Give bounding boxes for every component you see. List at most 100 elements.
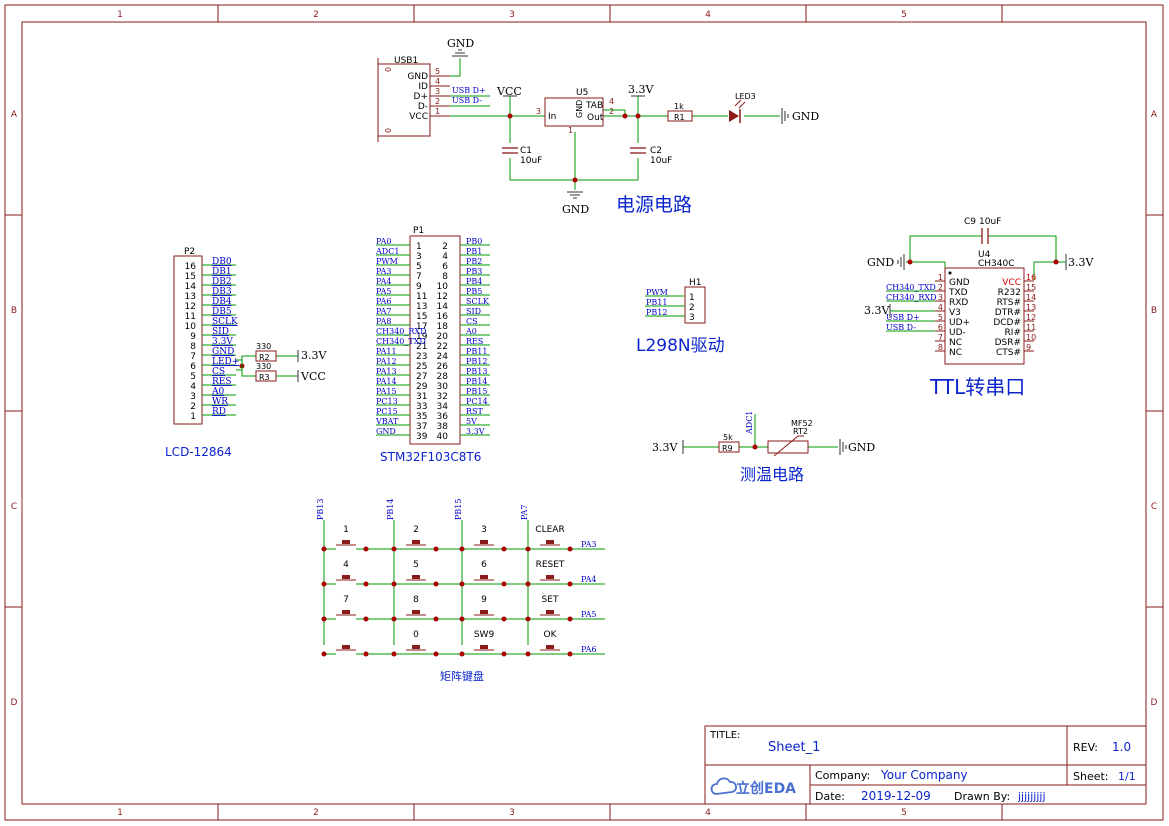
regulator-u5[interactable]: U5 In GND TAB Out 3 1 4 2 [536,88,614,135]
capacitor-c1[interactable] [502,147,518,154]
row-label: C [11,502,17,512]
keypad-junction [433,651,439,657]
gnd-symbol [897,254,905,270]
mcu-right-net: PB11 [466,347,487,356]
led3-icon[interactable] [729,99,746,123]
uart-right-name: RI# [1005,328,1021,338]
key-label: SW9 [474,630,495,640]
lcd-net: SCLK [212,317,238,327]
row-label: D [1151,698,1158,708]
junctions [507,113,641,183]
c2-ref: C2 [650,146,662,156]
keypad-junction [501,581,507,587]
lcd-net: CS [212,367,225,377]
thermistor-icon[interactable] [767,435,809,457]
key-label: RESET [536,560,565,570]
mcu-right-net: PB3 [466,267,482,276]
c1-val: 10uF [520,156,542,166]
keypad-junction [501,546,507,552]
r1-ref: R1 [674,113,685,122]
tb-rev-label: REV: [1073,741,1098,754]
keypad-junction [525,651,531,657]
resistor-r2[interactable] [255,350,277,362]
tb-company-value: Your Company [880,768,968,782]
keypad-junction [525,546,531,552]
keypad-junction [363,581,369,587]
c2-val: 10uF [650,156,672,166]
keypad-junction [391,651,397,657]
mcu-left-pin: 39 [416,432,428,442]
row-label: B [1151,306,1157,316]
keypad-title: 矩阵键盘 [440,669,484,683]
mcu-left-pin: 27 [416,372,427,382]
mcu-left-net: ADC1 [375,247,399,256]
col-label: 1 [117,808,123,818]
mcu-right-pin: 30 [437,382,449,392]
usb-pin-num: 3 [435,87,440,96]
reg-pin: 1 [568,126,573,135]
mcu-left-net: PA14 [376,377,397,386]
resistor-r9[interactable] [718,441,740,453]
col-label: 2 [313,808,319,818]
mcu-ref: P1 [413,226,424,236]
lcd-net: RD [212,407,226,417]
u4-ref: U4 [978,250,991,260]
uart-left-name: UD+ [949,318,970,328]
tb-sheet-label: Sheet: [1073,770,1109,783]
ch340-chip[interactable] [944,267,1025,365]
resistor-r3[interactable] [255,370,277,382]
keypad-junction [459,651,465,657]
temp-circuit[interactable]: ADC1 3.3V R9 5k MF52 RT2 GND 测温电路 [652,411,875,484]
tb-title-label: TITLE: [709,730,740,741]
uart-right-name: R232 [998,288,1021,298]
key-cap [546,610,554,614]
uart-right-name: VCC [1002,278,1021,288]
lcd-pin-num: 1 [190,412,196,422]
key-cap [546,575,554,579]
mcu-right-pin: 34 [437,402,449,412]
keypad-junction [321,581,327,587]
usb-connector[interactable]: USB1 0 0 GND ID D+ D- VCC 5 4 3 2 1 [377,56,450,142]
usb-pin-num: 1 [435,107,440,116]
mcu-right-net: PB12 [466,357,487,366]
mcu-right-pin: 6 [442,262,448,272]
resistor-r1[interactable] [667,110,693,122]
usb-pin-num: 4 [435,77,440,86]
uart-right-pin: 11 [1026,323,1036,332]
mcu-left-net: PA0 [376,237,392,246]
keypad-junction [391,616,397,622]
power-circuit[interactable]: USB1 0 0 GND ID D+ D- VCC 5 4 3 2 1 [377,37,819,216]
usb-pin-name: VCC [409,112,428,122]
key-label: 4 [343,560,349,570]
mcu-left-net: PA5 [376,287,392,296]
uart-net: CH340_TXD [886,283,936,292]
capacitor-c2[interactable] [630,147,646,154]
gnd-symbol [839,439,847,455]
uart-left-name: RXD [949,298,968,308]
vcc-label: VCC [496,85,522,98]
keypad-row-net: PA5 [581,610,597,619]
key-label: 6 [481,560,487,570]
row-label: D [11,698,18,708]
mcu-left-pin: 33 [416,402,427,412]
keypad-junction [321,616,327,622]
usb-dp-net: USB D+ [452,86,486,95]
uart-left-pin: 6 [938,323,943,332]
keypad-junction [433,616,439,622]
keypad-junction [459,546,465,552]
uart-circuit[interactable]: C9 10uF GND 3.3V U4 CH340C 1GND16VCC2TXD… [864,217,1094,399]
usb-side-label: 0 [384,67,393,72]
mcu-left-pin: 9 [416,282,422,292]
reg-pin: 4 [609,97,614,106]
uart-right-pin: 9 [1026,343,1031,352]
keypad-junction [459,581,465,587]
mcu-right-net: PB2 [466,257,482,266]
tb-title-value: Sheet_1 [768,740,820,755]
mcu-left-net: PA7 [376,307,392,316]
mcu-left-pin: 35 [416,412,427,422]
mcu-right-net: A0 [465,327,477,336]
